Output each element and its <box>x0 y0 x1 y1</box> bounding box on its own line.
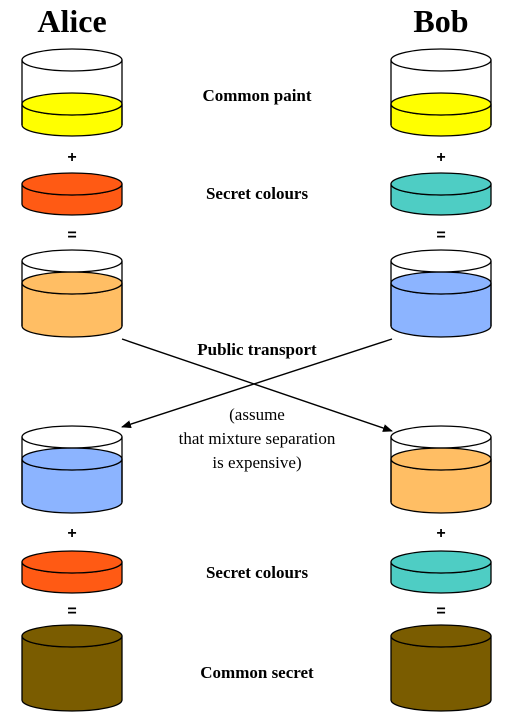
alice-plus-operator: + <box>67 149 76 166</box>
bob-plus-operator: + <box>436 149 445 166</box>
alice-equals-operator: = <box>67 227 76 244</box>
alice-title: Alice <box>37 3 106 39</box>
bob-equals-operator: = <box>436 227 445 244</box>
assumption-note-line-2: that mixture separation <box>179 429 336 448</box>
secret-colours-label-top: Secret colours <box>206 184 309 203</box>
bob-to-alice-arrow-icon <box>121 338 393 429</box>
alice-mixture-pot-icon <box>21 249 123 338</box>
bob-secret-colour-disc-icon <box>390 172 492 216</box>
alice-equals-operator-2: = <box>67 603 76 620</box>
alice-secret-colour-disc-icon-2 <box>21 550 123 594</box>
alice-plus-operator-2: + <box>67 525 76 542</box>
secret-colours-label-bottom: Secret colours <box>206 563 309 582</box>
alice-to-bob-arrow-icon <box>121 338 393 432</box>
alice-received-mixture-pot-icon <box>21 425 123 514</box>
bob-equals-operator-2: = <box>436 603 445 620</box>
bob-secret-colour-disc-icon-2 <box>390 550 492 594</box>
assumption-note-line-1: (assume <box>229 405 285 424</box>
bob-common-paint-pot-icon <box>390 48 492 137</box>
common-paint-label: Common paint <box>202 86 311 105</box>
public-transport-label: Public transport <box>197 340 317 359</box>
assumption-note-line-3: is expensive) <box>212 453 301 472</box>
bob-mixture-pot-icon <box>390 249 492 338</box>
bob-title: Bob <box>413 3 468 39</box>
bob-plus-operator-2: + <box>436 525 445 542</box>
alice-common-paint-pot-icon <box>21 48 123 137</box>
alice-common-secret-pot-icon <box>21 624 123 712</box>
bob-common-secret-pot-icon <box>390 624 492 712</box>
common-secret-label: Common secret <box>200 663 314 682</box>
bob-received-mixture-pot-icon <box>390 425 492 514</box>
alice-secret-colour-disc-icon <box>21 172 123 216</box>
